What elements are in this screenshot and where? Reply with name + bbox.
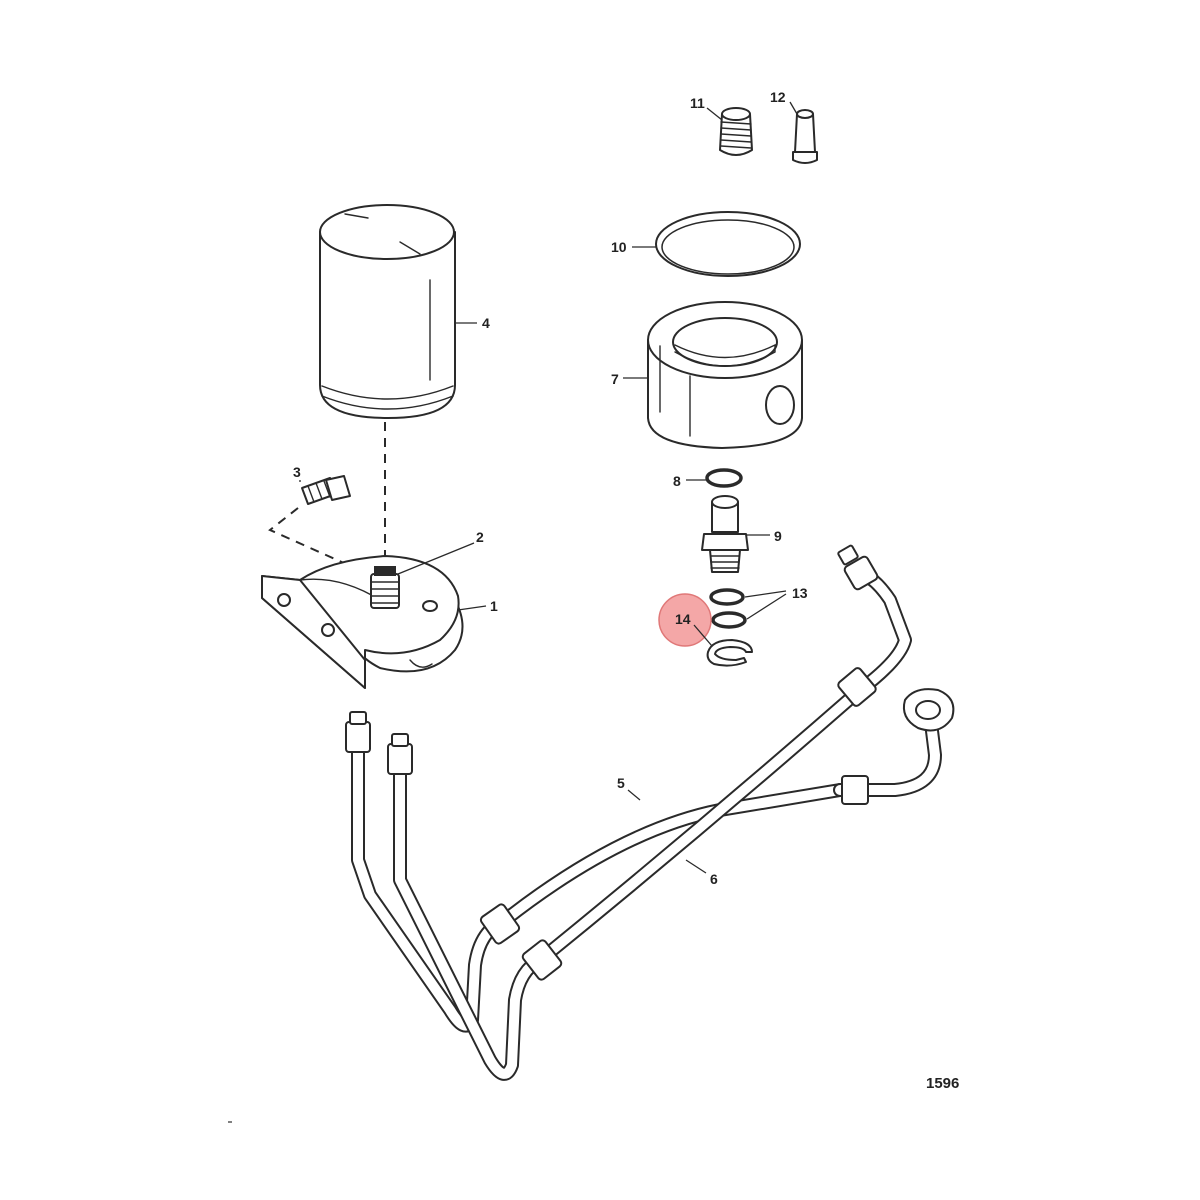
bolt-path-line bbox=[268, 507, 356, 569]
callout-4: 4 bbox=[482, 315, 490, 331]
threaded-fitting[interactable] bbox=[370, 566, 400, 609]
callout-8: 8 bbox=[673, 473, 681, 489]
figure-number: 1596 bbox=[926, 1075, 959, 1092]
callout-5: 5 bbox=[617, 775, 625, 791]
leader-6 bbox=[685, 859, 707, 874]
leader-14 bbox=[693, 624, 713, 647]
callout-9: 9 bbox=[774, 528, 782, 544]
leader-5 bbox=[627, 789, 641, 801]
center-fitting[interactable] bbox=[701, 495, 749, 573]
large-o-ring[interactable] bbox=[655, 211, 801, 277]
highlight-circle bbox=[658, 593, 712, 647]
leader-2 bbox=[397, 542, 475, 575]
retaining-ring[interactable] bbox=[706, 639, 753, 667]
callout-13: 13 bbox=[792, 585, 808, 601]
o-ring-upper[interactable] bbox=[705, 468, 743, 488]
o-ring-13-a[interactable] bbox=[709, 588, 745, 606]
filter-bracket[interactable] bbox=[261, 555, 464, 689]
callout-2: 2 bbox=[476, 529, 484, 545]
leader-1 bbox=[457, 605, 487, 611]
adapter-housing[interactable] bbox=[647, 301, 803, 449]
callout-12: 12 bbox=[770, 89, 786, 105]
callout-7: 7 bbox=[611, 371, 619, 387]
callout-1: 1 bbox=[490, 598, 498, 614]
callout-3: 3 bbox=[293, 464, 301, 480]
oil-filter[interactable] bbox=[319, 204, 456, 419]
leader-12 bbox=[789, 101, 798, 115]
threaded-plug[interactable] bbox=[719, 107, 753, 156]
callout-6: 6 bbox=[710, 871, 718, 887]
leader-11 bbox=[706, 107, 723, 121]
mounting-bolt[interactable] bbox=[301, 475, 351, 505]
sleeve[interactable] bbox=[792, 109, 818, 164]
o-ring-13-b[interactable] bbox=[711, 611, 747, 629]
callout-10: 10 bbox=[611, 239, 627, 255]
callout-14: 14 bbox=[675, 611, 691, 627]
leader-13b bbox=[746, 593, 787, 620]
oil-line-6[interactable] bbox=[387, 544, 912, 1081]
callout-11: 11 bbox=[690, 95, 705, 111]
oil-line-5[interactable] bbox=[345, 688, 955, 1033]
leader-13a bbox=[744, 590, 787, 598]
